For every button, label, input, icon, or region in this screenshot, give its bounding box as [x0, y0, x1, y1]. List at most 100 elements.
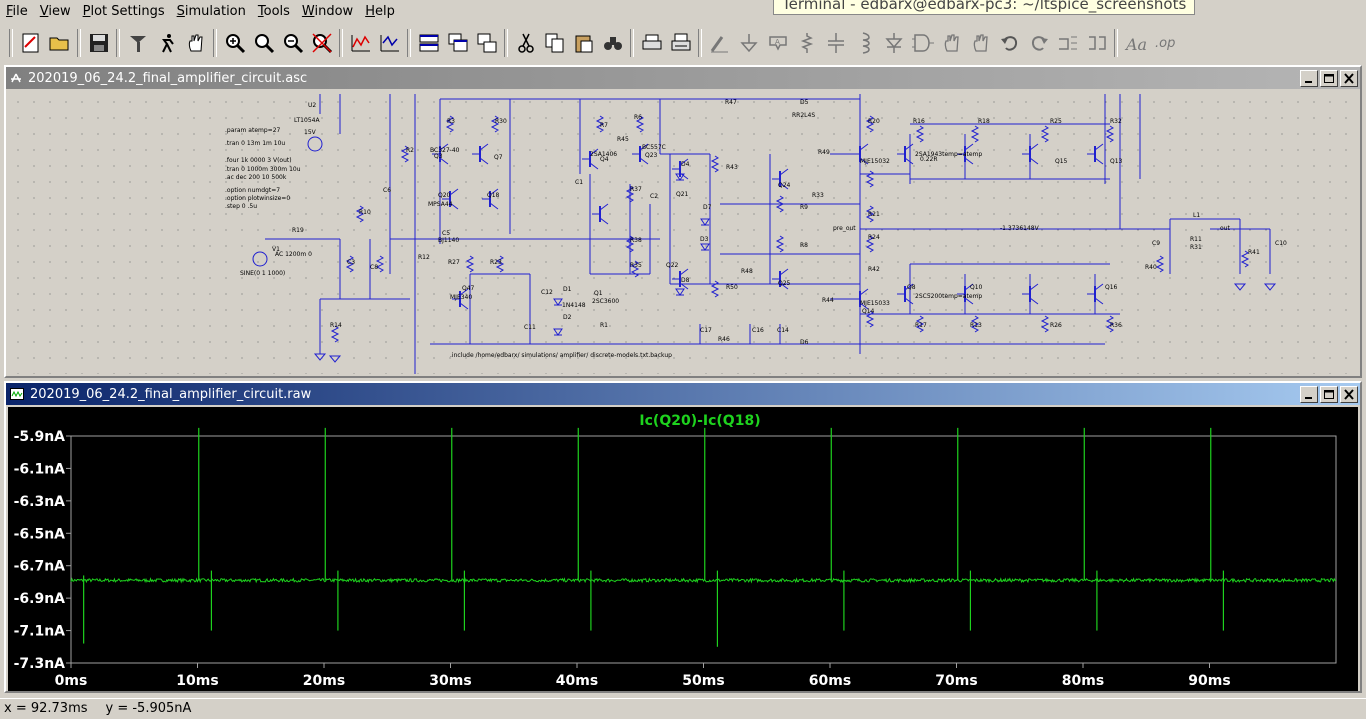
schematic-label-r43[interactable]: R43 — [726, 164, 738, 171]
schematic-label-step[interactable]: .step 0 .5u — [225, 203, 258, 210]
schematic-label-r50[interactable]: R50 — [726, 284, 738, 291]
schematic-label-r2[interactable]: R2 — [406, 147, 414, 154]
text-button[interactable]: Aa — [1121, 28, 1150, 58]
schematic-label-c6[interactable]: C6 — [383, 187, 392, 194]
schematic-label-r26[interactable]: R26 — [1050, 322, 1062, 329]
schematic-label-u2[interactable]: U2 — [308, 102, 317, 109]
schematic-label-c16[interactable]: C16 — [752, 327, 764, 334]
schematic-label-param[interactable]: .param atemp=27 — [225, 127, 281, 134]
schematic-label-c5[interactable]: C5 — [442, 230, 451, 237]
schematic-label-tran[interactable]: .tran 0 13m 1m 10u — [225, 140, 286, 147]
schematic-label-bj1[interactable]: BJ1140 — [438, 237, 460, 244]
resistor-button[interactable] — [792, 28, 821, 58]
ground-button[interactable] — [734, 28, 763, 58]
schematic-label-numdgt[interactable]: .option numdgt=7 — [225, 187, 281, 194]
menu-simulation[interactable]: Simulation — [171, 0, 252, 24]
schematic-window-titlebar[interactable]: 202019_06_24.2_final_amplifier_circuit.a… — [6, 67, 1360, 89]
menu-file[interactable]: File — [0, 0, 34, 24]
schematic-label-r37[interactable]: R37 — [630, 186, 642, 193]
schematic-label-pre-out[interactable]: pre_out — [833, 225, 856, 232]
schematic-label-mje15033[interactable]: MJE15033 — [860, 300, 890, 307]
print-setup-button[interactable] — [637, 28, 666, 58]
schematic-label-r35[interactable]: R35 — [630, 262, 642, 269]
redo-button[interactable] — [1024, 28, 1053, 58]
schematic-label-r27[interactable]: R27 — [448, 259, 460, 266]
menu-plot-settings[interactable]: Plot Settings — [77, 0, 171, 24]
schematic-label-d2[interactable]: D2 — [563, 314, 572, 321]
schematic-label-q22[interactable]: Q22 — [666, 262, 679, 269]
schematic-label-q7[interactable]: Q7 — [494, 154, 503, 161]
schematic-label-d1[interactable]: D1 — [563, 286, 572, 293]
schematic-label-r10[interactable]: R10 — [359, 209, 371, 216]
schematic-label-q8[interactable]: Q8 — [907, 284, 916, 291]
schematic-label-c17[interactable]: C17 — [700, 327, 712, 334]
schematic-label-r44[interactable]: R44 — [822, 297, 834, 304]
schematic-label-four[interactable]: .four 1k 0000 3 V(out) — [225, 157, 292, 164]
schematic-label-l1[interactable]: L1 — [1193, 212, 1201, 219]
label-net-button[interactable]: A — [763, 28, 792, 58]
schematic-label-d3[interactable]: D3 — [700, 236, 709, 243]
schematic-label-rr2l45[interactable]: RR2L4S — [792, 112, 816, 119]
schematic-label-r6[interactable]: R6 — [634, 114, 642, 121]
schematic-canvas[interactable]: .param atemp=27 .tran 0 13m 1m 10u .four 1… — [10, 94, 1356, 374]
cut-button[interactable] — [511, 28, 540, 58]
schematic-label-v1[interactable]: V1 — [272, 246, 280, 253]
capacitor-button[interactable] — [821, 28, 850, 58]
waveform-minimize-button[interactable] — [1300, 385, 1318, 403]
schematic-label-mje340[interactable]: MJE340 — [450, 294, 473, 301]
schematic-label-c10[interactable]: C10 — [1275, 240, 1287, 247]
schematic-label-q25[interactable]: Q25 — [778, 280, 791, 287]
schematic-label-r12[interactable]: R12 — [418, 254, 430, 261]
schematic-label-outv[interactable]: -1.3736148V — [1000, 225, 1039, 232]
schematic-label-r30[interactable]: R30 — [495, 118, 507, 125]
zoom-in-button[interactable] — [220, 28, 249, 58]
schematic-label-tran2[interactable]: .tran 0 1000m 300m 10u — [225, 166, 301, 173]
schematic-label-r33[interactable]: R33 — [812, 192, 824, 199]
new-schematic-button[interactable] — [16, 28, 45, 58]
schematic-label-r32[interactable]: R32 — [1110, 118, 1122, 125]
drag-button[interactable] — [966, 28, 995, 58]
menu-help[interactable]: Help — [359, 0, 401, 24]
schematic-label-d5[interactable]: D5 — [800, 99, 809, 106]
rotate-button[interactable] — [1053, 28, 1082, 58]
schematic-label-zsa1943[interactable]: 2SA1943temp=atemp — [915, 151, 983, 158]
schematic-label-q14[interactable]: Q14 — [862, 308, 875, 315]
schematic-label-r21[interactable]: R21 — [868, 211, 880, 218]
schematic-label-c9[interactable]: C9 — [1152, 240, 1161, 247]
waveform-close-button[interactable] — [1340, 385, 1358, 403]
schematic-label-lt[interactable]: LT1054A — [294, 117, 320, 124]
schematic-label-r40[interactable]: R40 — [1145, 264, 1157, 271]
schematic-label-r24[interactable]: R24 — [868, 234, 880, 241]
waveform-maximize-button[interactable] — [1320, 385, 1338, 403]
schematic-label-c14[interactable]: C14 — [777, 327, 789, 334]
schematic-label-r14[interactable]: R14 — [330, 322, 342, 329]
schematic-label-c12[interactable]: C12 — [541, 289, 553, 296]
schematic-label-q4[interactable]: Q4 — [600, 156, 609, 163]
schematic-maximize-button[interactable] — [1320, 69, 1338, 87]
schematic-label-q13[interactable]: Q13 — [1110, 158, 1123, 165]
copy-button[interactable] — [540, 28, 569, 58]
schematic-label-r45[interactable]: R45 — [617, 136, 629, 143]
schematic-label-r1[interactable]: R1 — [600, 322, 608, 329]
draw-wire-button[interactable] — [705, 28, 734, 58]
tile-vertical-button[interactable] — [472, 28, 501, 58]
schematic-label-c2[interactable]: C2 — [650, 193, 659, 200]
waveform-window-titlebar[interactable]: 202019_06_24.2_final_amplifier_circuit.r… — [6, 383, 1360, 405]
schematic-label-r3[interactable]: R3 — [447, 118, 455, 125]
schematic-label-ac[interactable]: .ac dec 200 10 500k — [225, 174, 287, 181]
undo-button[interactable] — [995, 28, 1024, 58]
schematic-label-r31[interactable]: R31 — [1190, 244, 1202, 251]
schematic-label-r47[interactable]: R47 — [725, 99, 737, 106]
schematic-label-r11[interactable]: R11 — [1190, 236, 1202, 243]
schematic-label-r9[interactable]: R9 — [800, 204, 808, 211]
open-folder-button[interactable] — [45, 28, 74, 58]
menu-view[interactable]: View — [34, 0, 77, 24]
trace-label[interactable]: Ic(Q20)-Ic(Q18) — [639, 413, 760, 429]
waveform-plot-area[interactable]: -5.9nA-6.1nA-6.3nA-6.5nA-6.7nA-6.9nA-7.1… — [8, 407, 1358, 691]
schematic-label-r23[interactable]: R23 — [490, 259, 502, 266]
schematic-label-q16[interactable]: Q16 — [1105, 284, 1118, 291]
schematic-label-d8[interactable]: D8 — [681, 277, 690, 284]
schematic-label-r25[interactable]: R25 — [1050, 118, 1062, 125]
schematic-label-sine[interactable]: SINE(0 1 1000) — [240, 270, 286, 277]
zoom-cancel-button[interactable] — [307, 28, 336, 58]
